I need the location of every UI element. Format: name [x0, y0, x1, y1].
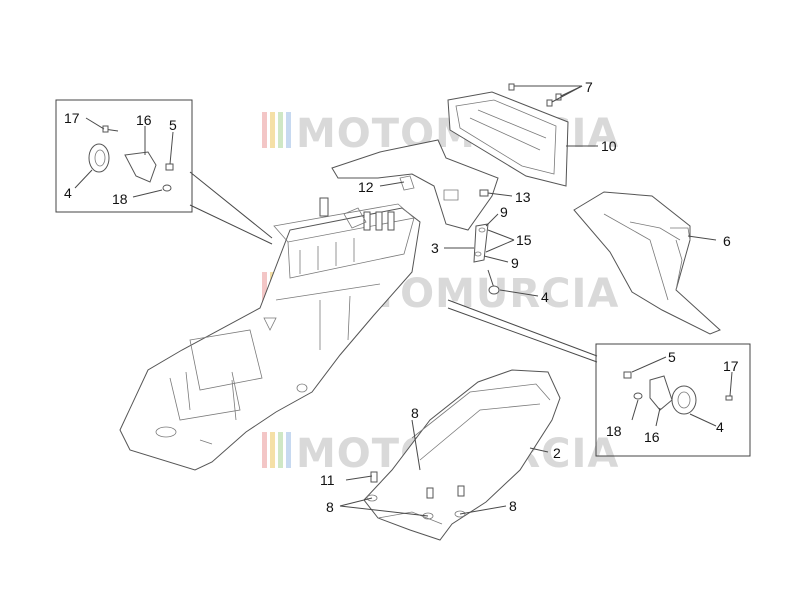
callout-10: 10	[601, 138, 617, 154]
callout-4: 4	[541, 289, 549, 305]
small-bracket-part	[473, 223, 489, 263]
nut-part	[623, 371, 632, 379]
callout-5: 5	[668, 349, 676, 365]
callout-4: 4	[716, 419, 724, 435]
callout-16: 16	[644, 429, 660, 445]
leader-lines	[339, 85, 717, 517]
reflector-bracket-part	[649, 375, 673, 411]
callout-13: 13	[515, 189, 531, 205]
detail-connector	[189, 204, 273, 245]
callout-2: 2	[553, 445, 561, 461]
callout-18: 18	[112, 191, 128, 207]
reflector-bracket-part	[124, 151, 157, 183]
reflector-part	[88, 143, 110, 173]
callout-12: 12	[358, 179, 374, 195]
detail-connector	[447, 299, 598, 357]
callout-8: 8	[509, 498, 517, 514]
detail-connector	[189, 171, 273, 239]
callout-3: 3	[431, 240, 439, 256]
callout-18: 18	[606, 423, 622, 439]
detail-box-top-left: 17 16 5 4 18	[55, 99, 193, 213]
reflector-part	[671, 385, 697, 415]
screw-part	[370, 471, 465, 499]
callout-11: 11	[320, 472, 335, 488]
detail-box-right: 5 17 18 16 4	[595, 343, 751, 457]
callout-5: 5	[169, 117, 177, 133]
callout-4: 4	[64, 185, 72, 201]
plate-bracket-part	[331, 139, 499, 231]
callout-8: 8	[326, 499, 334, 515]
rear-hugger-part	[363, 369, 561, 541]
callout-16: 16	[136, 112, 152, 128]
bolt-part	[479, 189, 489, 197]
callout-9: 9	[500, 204, 508, 220]
callout-17: 17	[723, 358, 739, 374]
callout-17: 17	[64, 110, 80, 126]
nut-part	[165, 163, 174, 171]
callout-8: 8	[411, 405, 419, 421]
callout-6: 6	[723, 233, 731, 249]
callouts-main: 7 10 12 13 9 3 15 9 4 6 8 2 11 8 8	[320, 79, 731, 515]
callout-15: 15	[516, 232, 532, 248]
reflector-part	[488, 285, 500, 295]
callout-7: 7	[585, 79, 593, 95]
callout-9: 9	[511, 255, 519, 271]
undertray-part	[119, 197, 421, 471]
screw-part	[102, 125, 109, 133]
detail-connector	[447, 307, 598, 363]
washer-part	[162, 184, 172, 192]
license-plate-holder-part	[447, 91, 569, 187]
washer-part	[633, 392, 643, 400]
screw-part	[725, 395, 733, 401]
